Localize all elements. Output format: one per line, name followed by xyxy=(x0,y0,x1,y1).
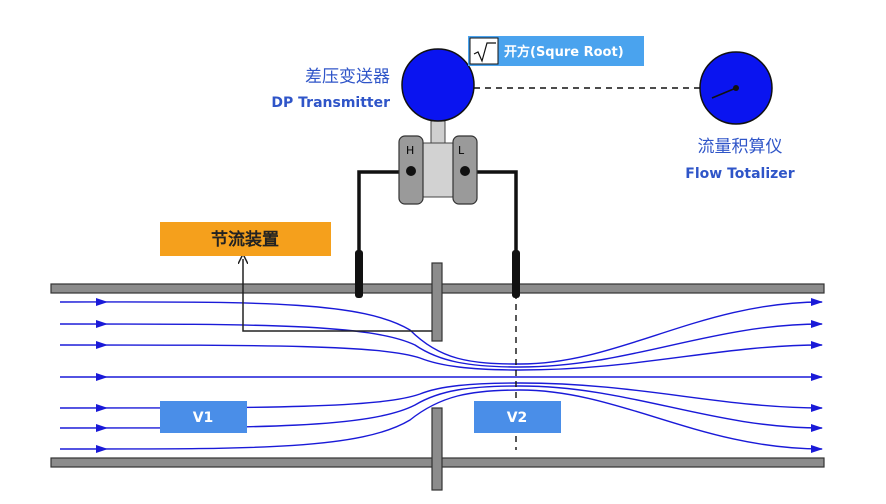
inlet-arrows xyxy=(96,298,108,453)
totalizer-label-cn: 流量积算仪 xyxy=(698,137,783,157)
flow-arrow xyxy=(96,298,108,306)
flow-arrow xyxy=(96,424,108,432)
transmitter-head xyxy=(401,48,475,122)
streamline xyxy=(59,320,823,368)
streamline xyxy=(59,298,823,365)
flow-arrow xyxy=(96,373,108,381)
v1-box xyxy=(160,401,247,433)
transmitter-center-body xyxy=(420,142,456,198)
totalizer-pivot xyxy=(733,85,739,91)
pressure-tap-low xyxy=(512,250,520,298)
totalizer-needle xyxy=(711,87,737,99)
high-port-label: H xyxy=(406,144,414,157)
streamline xyxy=(59,389,823,453)
transmitter-label-en: DP Transmitter xyxy=(271,95,390,111)
streamlines xyxy=(59,298,823,453)
flow-arrow xyxy=(96,404,108,412)
flow-arrow xyxy=(96,320,108,328)
orifice-plate-upper xyxy=(431,262,443,342)
low-port-label: L xyxy=(458,144,465,157)
streamline xyxy=(59,341,823,371)
v2-label: V2 xyxy=(507,410,528,426)
sqrt-label: 开方(Squre Root) xyxy=(504,44,624,60)
dp-transmitter: H L xyxy=(398,48,478,205)
orifice-label: 节流装置 xyxy=(211,229,279,250)
streamline xyxy=(59,382,823,412)
sqrt-icon-box xyxy=(469,37,499,65)
transmitter-neck xyxy=(430,120,446,144)
orifice-plate-lower xyxy=(431,407,443,491)
flow-arrow xyxy=(96,445,108,453)
v2-box xyxy=(474,401,561,433)
streamline xyxy=(59,385,823,432)
orifice-callout-line xyxy=(243,259,432,332)
high-port-dot xyxy=(406,166,416,176)
flow-totalizer xyxy=(699,51,773,125)
totalizer-label-en: Flow Totalizer xyxy=(685,166,794,182)
low-port-dot xyxy=(460,166,470,176)
flow-arrow xyxy=(96,341,108,349)
orifice-label-box xyxy=(160,222,331,256)
transmitter-label-cn: 差压变送器 xyxy=(305,67,390,87)
sqrt-icon xyxy=(473,42,496,63)
square-root-block: 开方(Squre Root) xyxy=(468,36,644,66)
v1-label: V1 xyxy=(193,410,214,426)
pressure-tap-high xyxy=(355,250,363,298)
